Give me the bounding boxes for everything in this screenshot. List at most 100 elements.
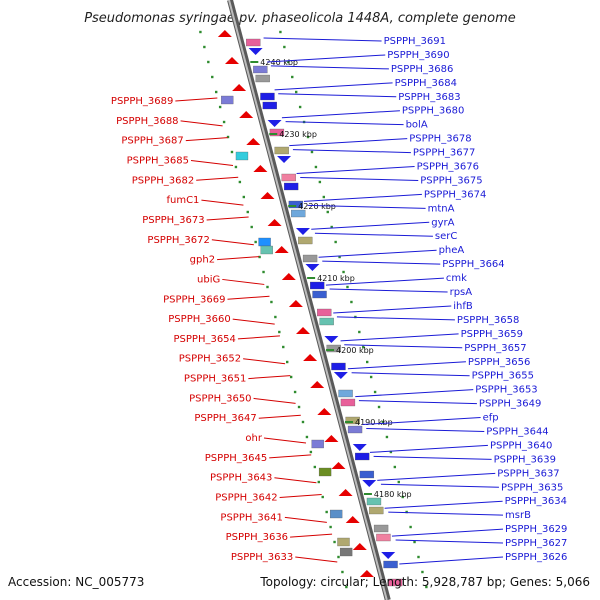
tick-dot bbox=[309, 450, 313, 454]
reverse-gene-box bbox=[329, 509, 343, 519]
tick-dot bbox=[425, 585, 428, 589]
tick-dot bbox=[389, 450, 393, 454]
leader-line-pspph-3639 bbox=[373, 455, 492, 460]
gene-label-cmk: cmk bbox=[446, 273, 467, 284]
leader-line-pspph-3653 bbox=[355, 389, 474, 398]
gene-label-ohr: ohr bbox=[245, 433, 262, 444]
reverse-gene-arrow bbox=[331, 462, 346, 469]
gene-label-pspph-3677: PSPPH_3677 bbox=[413, 148, 475, 159]
gene-label-pspph-3657: PSPPH_3657 bbox=[464, 343, 526, 354]
leader-line-pspph-3656 bbox=[347, 361, 466, 370]
gene-label-serc: serC bbox=[435, 231, 457, 242]
tick-dot bbox=[298, 105, 302, 109]
tick-dot bbox=[242, 195, 246, 199]
tick-dot bbox=[274, 315, 277, 319]
forward-gene-box bbox=[312, 290, 327, 299]
reverse-gene-arrow bbox=[310, 381, 325, 388]
reverse-gene-box bbox=[235, 151, 249, 161]
topology-label: Topology: circular; Length: 5,928,787 bp… bbox=[259, 575, 590, 589]
tick-dot bbox=[313, 465, 317, 469]
leader-line-pspph-3642 bbox=[279, 494, 322, 499]
kbp-label: 4190 kbp bbox=[355, 418, 393, 427]
tick-dot bbox=[279, 30, 282, 34]
gene-label-pspph-3690: PSPPH_3690 bbox=[387, 50, 449, 61]
leader-line-pspph-3664 bbox=[322, 260, 441, 265]
tick-dot bbox=[413, 540, 416, 544]
leader-line-fumc1 bbox=[201, 199, 244, 206]
tick-dot bbox=[199, 30, 202, 34]
forward-gene-box bbox=[281, 173, 296, 182]
tick-dot bbox=[262, 270, 265, 274]
leader-line-pspph-3675 bbox=[300, 176, 419, 181]
leader-line-pspph-3636 bbox=[290, 533, 333, 538]
leader-line-serc bbox=[314, 232, 433, 237]
reverse-gene-arrow bbox=[253, 165, 268, 172]
kbp-label: 4230 kbp bbox=[279, 130, 317, 139]
forward-gene-box bbox=[317, 308, 332, 317]
reverse-gene-arrow bbox=[246, 138, 261, 145]
forward-gene-arrow bbox=[352, 444, 367, 451]
tick-dot bbox=[270, 300, 273, 304]
reverse-gene-arrow bbox=[359, 570, 374, 577]
reverse-gene-arrow bbox=[224, 57, 239, 64]
tick-dot bbox=[401, 495, 404, 499]
gene-label-pspph-3676: PSPPH_3676 bbox=[417, 162, 479, 173]
reverse-gene-arrow bbox=[303, 354, 318, 361]
forward-gene-arrow bbox=[362, 480, 377, 487]
forward-gene-box bbox=[291, 209, 306, 218]
tick-dot bbox=[250, 225, 253, 229]
forward-gene-box bbox=[310, 281, 325, 290]
leader-line-pspph-3677 bbox=[292, 149, 411, 154]
leader-line-pspph-3689 bbox=[175, 97, 218, 102]
tick-dot bbox=[301, 420, 305, 424]
kbp-label: 4180 kbp bbox=[374, 490, 412, 499]
forward-gene-box bbox=[366, 497, 382, 506]
gene-label-pspph-3659: PSPPH_3659 bbox=[461, 329, 523, 340]
leader-line-pspph-3626 bbox=[399, 556, 504, 565]
leader-line-pspph-3644 bbox=[366, 427, 485, 432]
forward-gene-box bbox=[260, 92, 275, 101]
gene-label-pspph-3633: PSPPH_3633 bbox=[231, 552, 293, 563]
reverse-gene-arrow bbox=[274, 246, 289, 253]
tick-dot bbox=[294, 90, 298, 94]
forward-gene-box bbox=[326, 344, 341, 353]
leader-line-pspph-3684 bbox=[274, 82, 393, 91]
leader-line-pspph-3683 bbox=[278, 93, 397, 98]
leader-line-pspph-3669 bbox=[227, 295, 270, 300]
tick-dot bbox=[297, 405, 301, 409]
gene-label-pspph-3639: PSPPH_3639 bbox=[494, 454, 556, 465]
leader-line-pspph-3680 bbox=[281, 110, 400, 119]
leader-line-pspph-3691 bbox=[263, 37, 382, 42]
leader-line-pspph-3652 bbox=[243, 358, 286, 365]
gene-label-pspph-3687: PSPPH_3687 bbox=[121, 136, 183, 147]
leader-line-msrb bbox=[388, 511, 504, 516]
gene-label-ihfb: ihfB bbox=[453, 301, 473, 312]
tick-dot bbox=[203, 45, 206, 49]
reverse-gene-box bbox=[260, 245, 273, 255]
gene-label-pspph-3650: PSPPH_3650 bbox=[189, 393, 251, 404]
leader-line-pspph-3643 bbox=[274, 477, 317, 484]
reverse-gene-box bbox=[337, 537, 350, 547]
gene-label-pspph-3637: PSPPH_3637 bbox=[497, 468, 559, 479]
forward-gene-box bbox=[262, 101, 277, 110]
gene-label-pspph-3649: PSPPH_3649 bbox=[479, 399, 541, 410]
forward-gene-box bbox=[345, 416, 360, 425]
forward-gene-arrow bbox=[324, 336, 339, 343]
map-title: Pseudomonas syringae pv. phaseolicola 14… bbox=[84, 11, 516, 26]
tick-dot bbox=[305, 435, 309, 439]
leader-line-rpsa bbox=[329, 288, 448, 293]
forward-gene-box bbox=[354, 452, 370, 461]
gene-labels: PSPPH_3691PSPPH_3690PSPPH_3686PSPPH_3684… bbox=[111, 36, 567, 563]
tick-dot bbox=[278, 330, 281, 334]
tick-dot bbox=[293, 390, 297, 394]
forward-gene-box bbox=[319, 317, 334, 326]
leader-line-gph2 bbox=[217, 256, 260, 261]
leader-line-pspph-3645 bbox=[269, 454, 312, 459]
leader-line-pspph-3687 bbox=[185, 137, 228, 142]
tick-dot bbox=[214, 90, 218, 94]
forward-gene-box bbox=[269, 128, 285, 137]
leader-line-pspph-3627 bbox=[395, 539, 504, 544]
leader-line-pspph-3650 bbox=[253, 397, 296, 404]
gene-label-pspph-3664: PSPPH_3664 bbox=[442, 259, 504, 270]
